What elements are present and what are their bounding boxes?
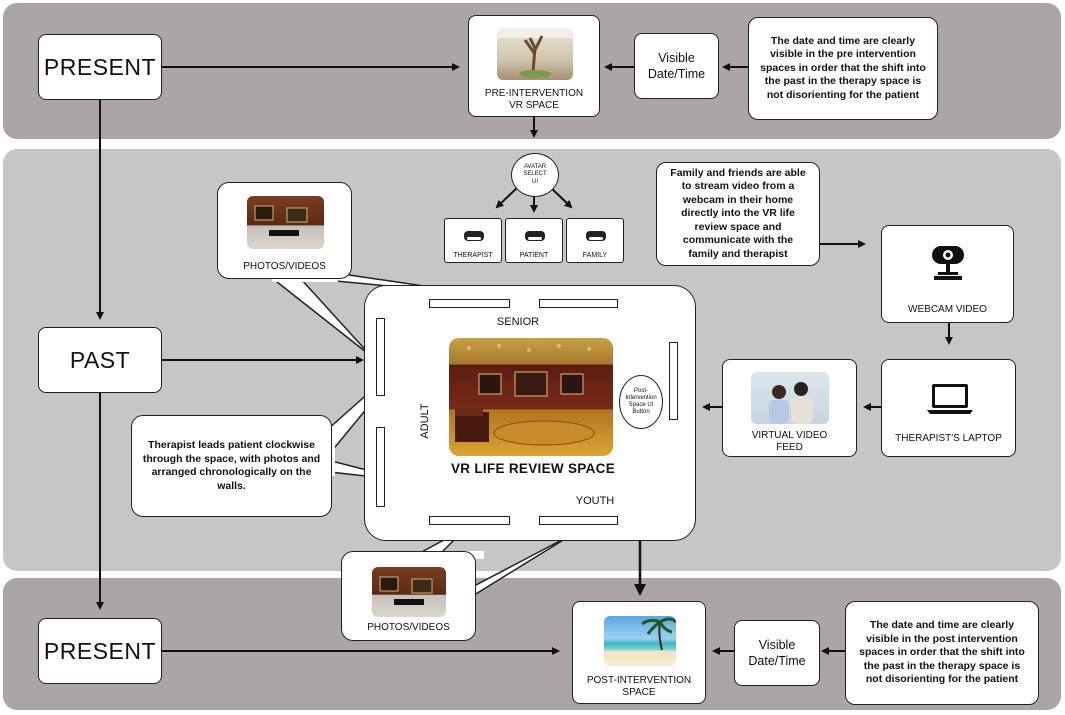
senior-label: SENIOR [496,316,540,328]
role-therapist: THERAPIST [444,218,502,263]
vr-space-title: VR LIFE REVIEW SPACE [450,461,616,476]
role-therapist-label: THERAPIST [453,252,493,259]
role-family: FAMILY [566,218,624,263]
webcam-label: WEBCAM VIDEO [908,304,987,315]
tree-icon [497,28,573,78]
avatar-line2: SELECT [523,171,547,178]
photos-top-label: PHOTOS/VIDEOS [243,261,326,272]
post-space-label-2: SPACE [622,687,656,698]
therapists-laptop: THERAPIST'S LAPTOP [881,359,1016,457]
pre-space-label-2: VR SPACE [509,100,559,111]
youth-label: YOUTH [575,495,615,507]
pre-intervention-space: PRE-INTERVENTION VR SPACE [468,15,600,117]
past-box: PAST [38,327,162,393]
wall-top-left [429,299,510,308]
wall-right [669,342,678,420]
photos-bottom-image [372,567,446,617]
post-button-line3: Space UI [628,402,654,408]
visible-bottom-line2: Date/Time [748,654,806,668]
post-button-line1: Post- [633,388,648,394]
photos-top-image [247,196,324,249]
visible-date-time-top: Visible Date/Time [634,33,719,99]
video-feed-label-1: VIRTUAL VIDEO [751,430,828,441]
virtual-video-feed: VIRTUAL VIDEO FEED [722,359,857,457]
webcam-icon [932,246,964,280]
present-top-box: PRESENT [38,34,162,100]
laptop-icon [927,384,973,414]
avatar-select-ui: AVATAR SELECT UI [511,153,559,197]
avatar-line3: UI [532,178,538,185]
avatar-line1: AVATAR [523,163,547,170]
video-feed-image [751,372,829,424]
wall-top-right [539,299,618,308]
note-therapist-leads: Therapist leads patient clockwise throug… [131,415,332,517]
wall-bottom-right [539,516,618,525]
post-button-line2: Intervention [625,395,657,401]
wall-left-top [376,318,385,396]
pre-space-image [497,28,573,80]
pre-space-label-1: PRE-INTERVENTION [484,88,584,99]
adult-label: ADULT [419,403,431,439]
post-space-label-1: POST-INTERVENTION [586,675,692,686]
post-intervention-space-ui-button: Post- Intervention Space UI Button [619,375,663,429]
visible-top-line2: Date/Time [647,67,706,81]
role-patient: PATIENT [505,218,563,263]
photos-bottom-label: PHOTOS/VIDEOS [367,622,450,633]
vr-headset-icon [464,231,484,241]
photos-videos-top: PHOTOS/VIDEOS [217,182,352,279]
post-button-line4: Button [632,409,650,415]
wall-left-bottom [376,427,385,507]
role-family-label: FAMILY [582,252,608,259]
video-feed-label-2: FEED [776,442,803,453]
post-intervention-space: POST-INTERVENTION SPACE [572,601,706,704]
visible-bottom-line1: Visible [758,638,796,652]
visible-date-time-bottom: Visible Date/Time [734,620,820,686]
note-pre-intervention: The date and time are clearly visible in… [748,17,938,120]
post-space-image [604,616,676,666]
note-post-intervention: The date and time are clearly visible in… [845,601,1039,705]
laptop-label: THERAPIST'S LAPTOP [895,433,1002,444]
palm-tree-icon [641,617,676,651]
vr-room-image [449,338,613,456]
role-patient-label: PATIENT [519,252,549,259]
note-family-stream: Family and friends are able to stream vi… [656,162,820,266]
wall-bottom-left [429,516,510,525]
visible-top-line1: Visible [658,51,695,65]
photos-videos-bottom: PHOTOS/VIDEOS [341,551,476,641]
webcam-video: WEBCAM VIDEO [881,225,1014,323]
vr-headset-icon [586,231,606,241]
vr-headset-icon [525,231,545,241]
present-bottom-box: PRESENT [38,618,162,684]
